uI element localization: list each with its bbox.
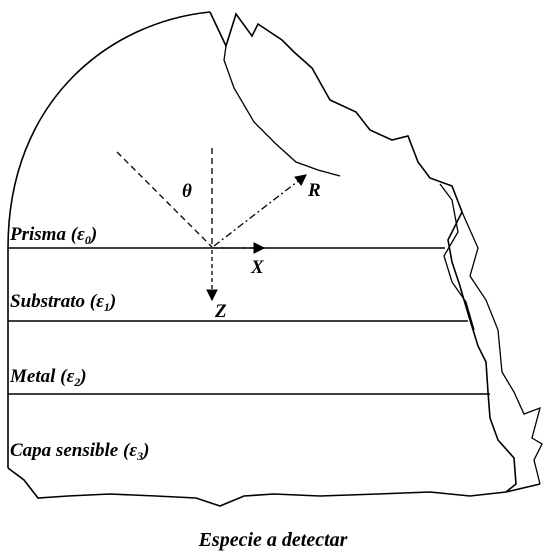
- layer-label-prisma: Prisma (ε0): [9, 224, 97, 247]
- caption-especie: Especie a detectar: [198, 529, 348, 551]
- fracture-detail-2: [461, 211, 543, 485]
- axis-x-label: X: [250, 257, 265, 278]
- layer-label-capa: Capa sensible (ε3): [10, 440, 149, 463]
- angle-theta-label: θ: [182, 181, 192, 202]
- fracture-detail-3: [223, 45, 341, 177]
- prism-outline: [7, 11, 211, 249]
- incident-ray: [116, 151, 213, 248]
- fracture-edge: [209, 11, 517, 493]
- layer-label-metal: Metal (ε2): [9, 366, 87, 389]
- fracture-detail-1: [439, 183, 475, 331]
- reflected-ray: [213, 174, 307, 247]
- axis-r-label: R: [307, 180, 321, 201]
- layer-label-substrato: Substrato (ε1): [10, 291, 116, 314]
- axis-z-label: Z: [214, 301, 227, 322]
- bottom-edge: [7, 467, 541, 507]
